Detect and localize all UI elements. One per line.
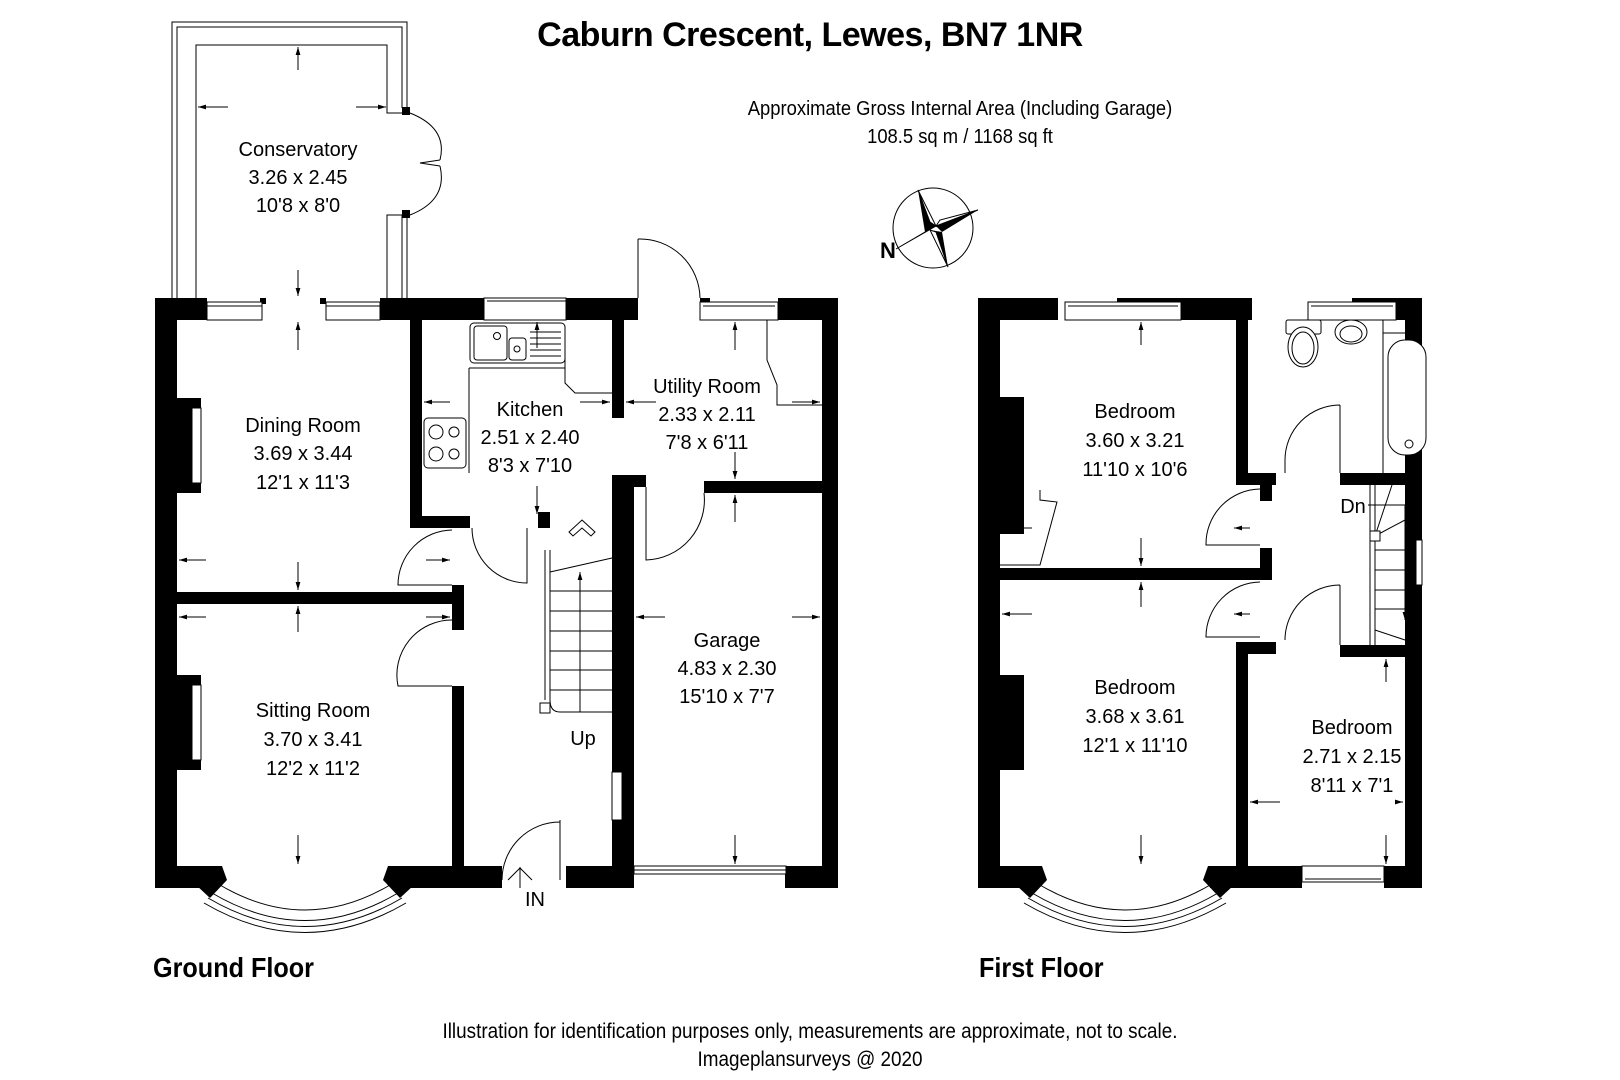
area-value: 108.5 sq m / 1168 sq ft <box>867 126 1053 148</box>
svg-text:2.51 x 2.40: 2.51 x 2.40 <box>481 427 580 449</box>
room-label-kitchen: Kitchen 2.51 x 2.40 8'3 x 7'10 <box>481 399 580 477</box>
ground-floor-walls <box>155 298 838 888</box>
compass-north-label: N <box>880 238 896 263</box>
svg-text:3.60 x 3.21: 3.60 x 3.21 <box>1086 430 1185 452</box>
svg-text:7'8 x 6'11: 7'8 x 6'11 <box>666 432 749 454</box>
room-label-conservatory: Conservatory 3.26 x 2.45 10'8 x 8'0 <box>239 139 358 217</box>
svg-text:Garage: Garage <box>694 630 761 652</box>
first-floor-label: First Floor <box>979 952 1104 983</box>
svg-text:3.26 x 2.45: 3.26 x 2.45 <box>249 167 348 189</box>
ground-floor-doors <box>396 238 705 881</box>
svg-text:Bedroom: Bedroom <box>1311 717 1392 739</box>
ground-floor-plan: Conservatory 3.26 x 2.45 10'8 x 8'0 Dini… <box>155 21 838 933</box>
svg-text:Bedroom: Bedroom <box>1094 677 1175 699</box>
first-floor-doors <box>1000 404 1341 645</box>
svg-text:2.71 x 2.15: 2.71 x 2.15 <box>1303 746 1402 768</box>
svg-text:Bedroom: Bedroom <box>1094 401 1175 423</box>
property-title: Caburn Crescent, Lewes, BN7 1NR <box>537 16 1083 54</box>
disclaimer-text: Illustration for identification purposes… <box>442 1020 1178 1043</box>
first-floor-walls <box>978 298 1422 888</box>
room-label-sitting-room: Sitting Room 3.70 x 3.41 12'2 x 11'2 <box>256 700 371 780</box>
room-label-dining-room: Dining Room 3.69 x 3.44 12'1 x 11'3 <box>245 415 361 494</box>
svg-text:3.70 x 3.41: 3.70 x 3.41 <box>264 729 363 751</box>
svg-text:15'10 x 7'7: 15'10 x 7'7 <box>679 686 775 708</box>
room-label-bedroom-2: Bedroom 3.68 x 3.61 12'1 x 11'10 <box>1082 677 1187 757</box>
north-arrow-compass-rose-icon: N <box>880 187 979 269</box>
conservatory-walls <box>171 21 442 298</box>
svg-text:10'8 x 8'0: 10'8 x 8'0 <box>256 195 340 217</box>
svg-text:Sitting Room: Sitting Room <box>256 700 371 722</box>
svg-text:3.68 x 3.61: 3.68 x 3.61 <box>1086 706 1185 728</box>
svg-text:2.33 x 2.11: 2.33 x 2.11 <box>658 404 755 426</box>
svg-text:12'1 x 11'10: 12'1 x 11'10 <box>1082 735 1187 757</box>
svg-text:11'10 x 10'6: 11'10 x 10'6 <box>1082 459 1187 481</box>
svg-text:Dining Room: Dining Room <box>245 415 361 437</box>
svg-text:8'3 x 7'10: 8'3 x 7'10 <box>488 455 572 477</box>
kitchen-fittings <box>423 320 822 473</box>
svg-text:Kitchen: Kitchen <box>497 399 564 421</box>
first-floor-windows <box>1016 301 1423 933</box>
bathroom-fittings <box>1285 319 1427 473</box>
ground-floor-windows <box>191 297 787 933</box>
room-label-garage: Garage 4.83 x 2.30 15'10 x 7'7 <box>678 630 777 708</box>
first-floor-stairs <box>1368 484 1408 645</box>
svg-text:8'11 x 7'1: 8'11 x 7'1 <box>1311 775 1394 797</box>
ground-floor-stairs <box>507 519 613 888</box>
area-caption: Approximate Gross Internal Area (Includi… <box>747 98 1173 120</box>
svg-text:12'2 x 11'2: 12'2 x 11'2 <box>266 758 360 780</box>
credit-text: Imageplansurveys @ 2020 <box>697 1048 923 1071</box>
stairs-down-label: Dn <box>1340 496 1366 518</box>
room-label-bedroom-3: Bedroom 2.71 x 2.15 8'11 x 7'1 <box>1303 717 1402 797</box>
ground-floor-label: Ground Floor <box>153 952 314 983</box>
svg-text:3.69 x 3.44: 3.69 x 3.44 <box>254 443 353 465</box>
ground-floor-dimension-arrows <box>179 47 820 864</box>
svg-text:12'1 x 11'3: 12'1 x 11'3 <box>256 472 350 494</box>
room-label-bedroom-1: Bedroom 3.60 x 3.21 11'10 x 10'6 <box>1082 401 1187 481</box>
entrance-label: IN <box>525 889 545 911</box>
svg-text:Conservatory: Conservatory <box>239 139 358 161</box>
first-floor-plan: Bedroom 3.60 x 3.21 11'10 x 10'6 Bedroom… <box>978 298 1427 933</box>
svg-text:Utility Room: Utility Room <box>653 376 761 398</box>
first-floor-dimension-arrows <box>1002 322 1403 864</box>
stairs-up-label: Up <box>570 728 596 750</box>
room-label-utility-room: Utility Room 2.33 x 2.11 7'8 x 6'11 <box>653 376 761 454</box>
svg-text:4.83 x 2.30: 4.83 x 2.30 <box>678 658 777 680</box>
